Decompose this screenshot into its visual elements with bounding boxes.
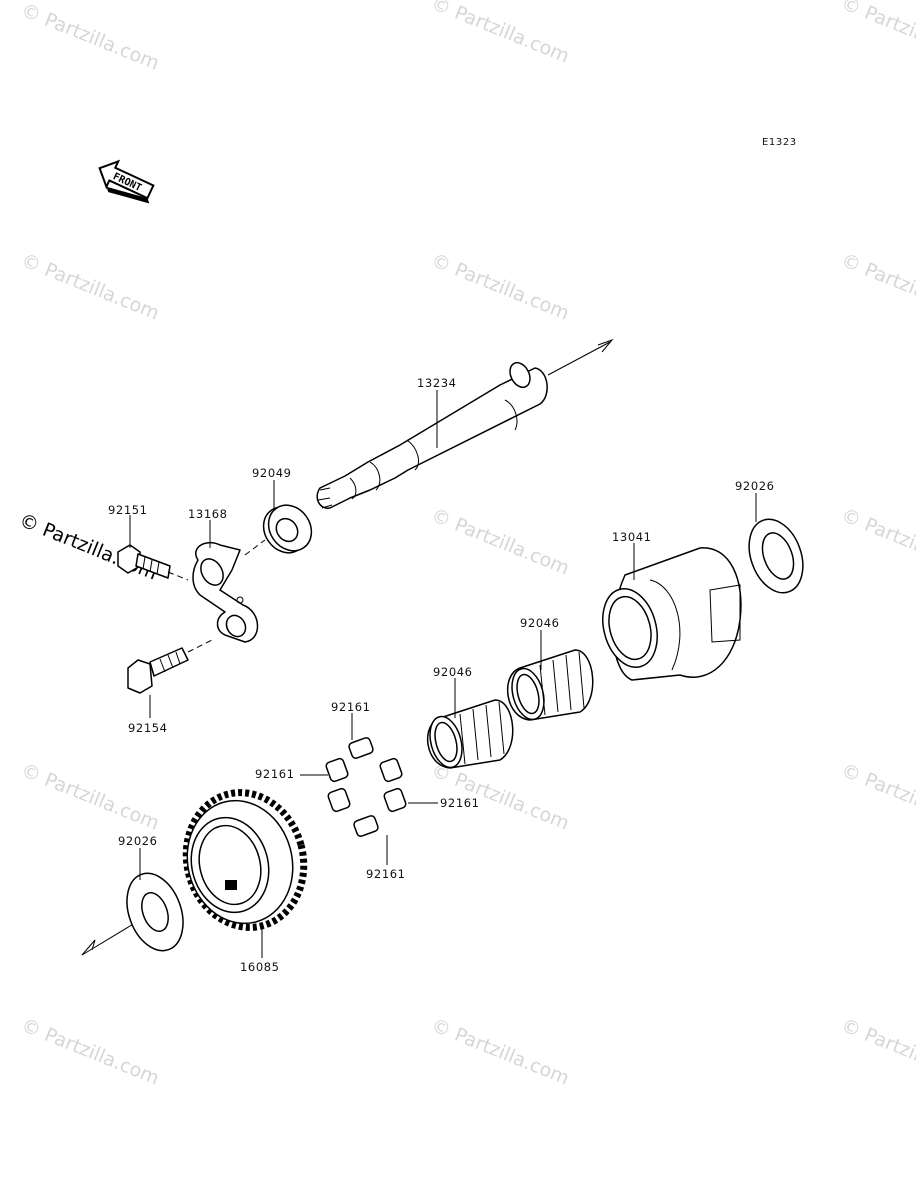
watermark: © Partzilla.com — [18, 1014, 162, 1089]
front-arrow-icon: FRONT — [98, 159, 155, 204]
watermark: © Partzilla.com — [18, 759, 162, 834]
shaft — [316, 361, 548, 509]
gear — [182, 789, 308, 931]
label-damper-top: 92161 — [331, 700, 371, 714]
label-bolt-upper: 92151 — [108, 503, 148, 517]
label-bearing-upper: 92046 — [520, 616, 560, 630]
washer-right — [748, 518, 804, 594]
oil-seal — [262, 504, 313, 554]
label-washer-left: 92026 — [118, 834, 158, 848]
watermark: © Partzilla.com — [428, 1014, 572, 1089]
label-damper-right: 92161 — [440, 796, 480, 810]
watermark: © Partzilla.com — [428, 0, 572, 68]
label-gear: 16085 — [240, 960, 280, 974]
label-bearing-lower: 92046 — [433, 665, 473, 679]
watermark: © Partzilla.com — [838, 759, 916, 834]
watermark: © Partzilla.com — [18, 249, 162, 324]
hub — [602, 547, 742, 681]
watermark: © Partzilla.com — [838, 504, 916, 579]
label-hub: 13041 — [612, 530, 652, 544]
lever — [192, 541, 259, 643]
watermark: © Partzilla.com — [428, 504, 572, 579]
washer-left — [126, 872, 184, 952]
watermark: © Partzilla.com — [838, 1014, 916, 1089]
label-lever: 13168 — [188, 507, 228, 521]
rubber-dampers — [325, 737, 407, 837]
watermark: © Partzilla.com — [428, 249, 572, 324]
label-oil-seal: 92049 — [252, 466, 292, 480]
watermark: © Partzilla.com — [838, 0, 916, 68]
diagram-code: E1323 — [762, 137, 797, 148]
leader-lines — [129, 390, 757, 958]
label-bolt-lower: 92154 — [128, 721, 168, 735]
axis-lines — [81, 338, 614, 956]
label-washer-right: 92026 — [735, 479, 775, 493]
watermark: © Partzilla.com — [18, 0, 162, 75]
bearing-lower — [426, 699, 514, 769]
bearing-upper — [506, 649, 594, 721]
bolt-upper — [117, 544, 171, 579]
side-watermark: © Partzilla.com — [16, 509, 160, 584]
watermark: © Partzilla.com — [838, 249, 916, 324]
label-damper-bottom: 92161 — [366, 867, 406, 881]
part-labels: 13234 92049 92151 13168 92154 92026 1304… — [108, 376, 775, 974]
bolt-lower — [127, 647, 189, 694]
label-shaft: 13234 — [417, 376, 457, 390]
label-damper-left: 92161 — [255, 767, 295, 781]
